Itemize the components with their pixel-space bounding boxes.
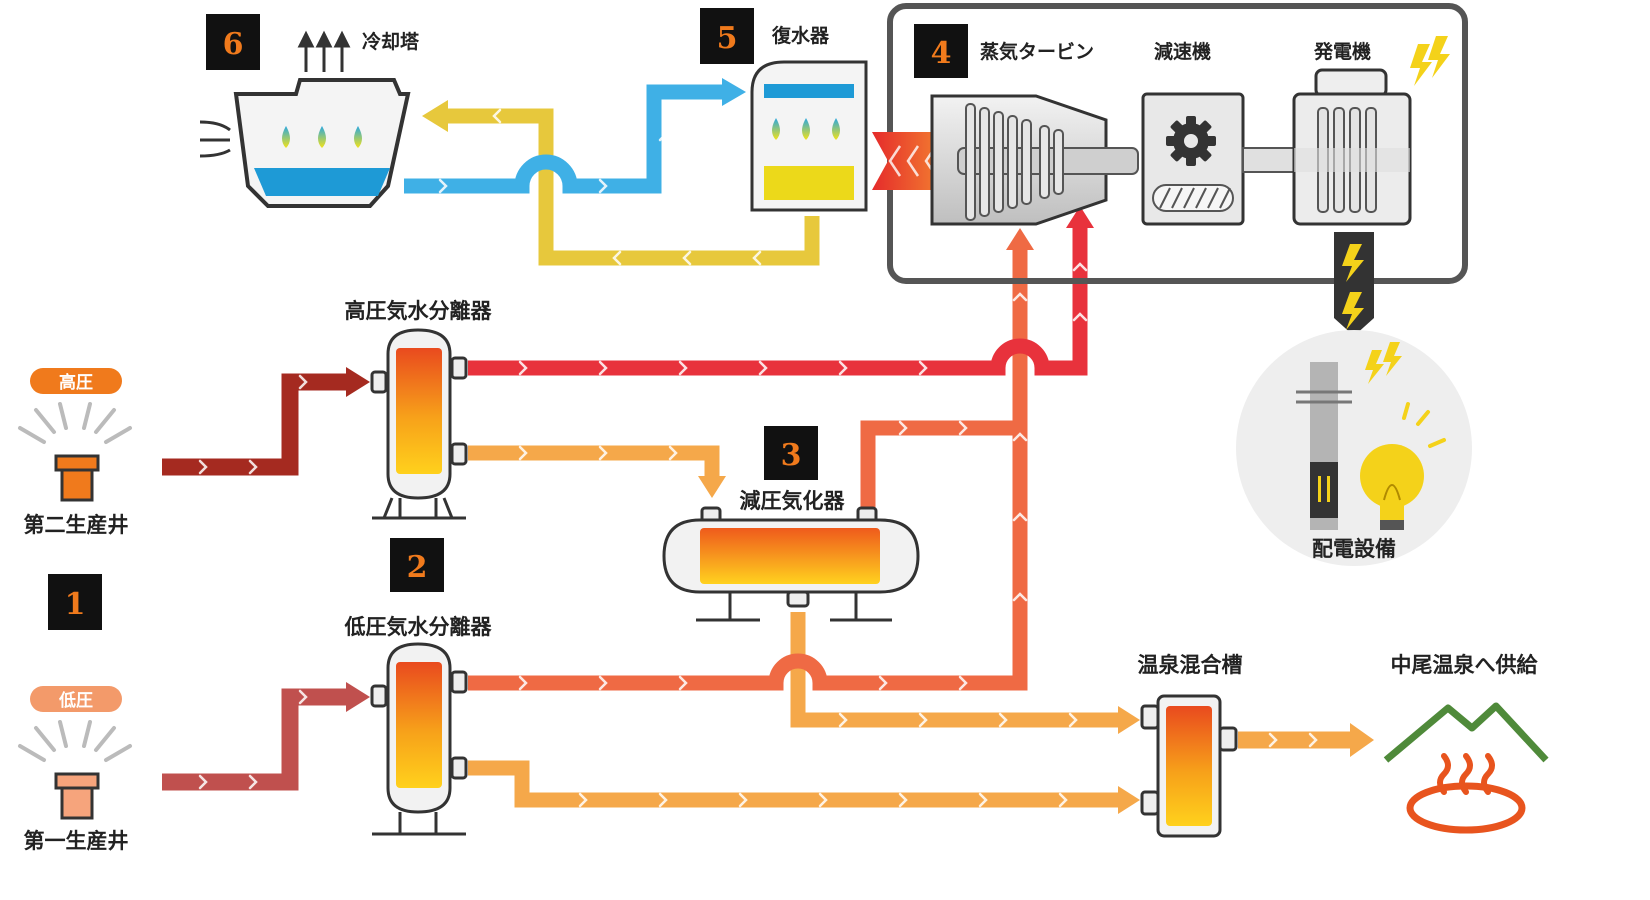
light-bulb-icon [1360,402,1446,530]
hp-separator [370,328,468,520]
pipe-flasher-water-to-mixing-tank [790,612,1120,728]
label-well1: 第一生産井 [24,829,129,853]
step-box-2 [390,538,444,592]
label-flasher: 減圧気化器 [740,489,846,513]
step-number-1: 1 [65,587,86,622]
hot-spring-icon [1383,702,1549,834]
label-distribution: 配電設備 [1312,537,1396,561]
pipe-well1-to-lp-separator [162,688,348,791]
label-steam-turbine: 蒸気タービン [980,40,1094,63]
badge-high-pressure-label: 高圧 [59,372,93,393]
label-generator: 発電機 [1313,40,1371,63]
step-number-3: 3 [781,438,802,473]
arrow-head [346,682,370,712]
pipe-condensate-to-cooling-tower [448,108,820,266]
cooling-tower [199,30,411,208]
step-number-2: 2 [407,550,428,585]
arrow-head [1118,786,1140,814]
arrow-head [1066,206,1094,228]
label-mixing-tank: 温泉混合槽 [1138,653,1243,677]
badge-low-pressure-label: 低圧 [58,690,93,711]
badge-high-pressure [30,368,122,394]
arrow-head [346,367,370,397]
label-condenser: 復水器 [771,24,830,47]
generator [1292,68,1412,226]
steam-inlet-arrow [872,132,940,190]
arrow-head [698,476,726,498]
step-number-6: 6 [223,27,244,62]
reducer [1141,92,1245,226]
lightning-icon [1342,244,1364,330]
step-box-3 [764,426,818,480]
gear-icon [1166,116,1216,166]
arrow-head [1350,723,1374,757]
well1 [18,720,132,820]
pipe-hp-water-to-flasher [468,445,720,478]
badge-low-pressure [30,686,122,712]
step-box-5 [700,8,754,64]
step-box-6 [206,14,260,70]
condenser [750,60,868,212]
lightning-icon [1365,342,1402,384]
lightning-icon [1410,36,1450,86]
step-number-5: 5 [717,21,738,56]
arrow-head [1118,706,1140,734]
pipe-well2-to-hp-separator [162,373,348,476]
step-box-4 [914,24,968,78]
step-box-1 [48,574,102,630]
flow-chevrons [198,108,1318,808]
steam-turbine [930,94,1139,226]
arrow-head [722,78,746,106]
lp-separator [370,642,468,836]
label-cooling-tower: 冷却塔 [362,30,420,53]
step-number-4: 4 [931,36,952,71]
label-lp-separator: 低圧気水分離器 [344,615,493,639]
arrow-head [1006,228,1034,250]
well2 [18,402,132,502]
pipe-flasher-steam [860,420,1020,508]
pipe-lp-water-to-mixing-tank [468,760,1120,808]
label-reducer: 減速機 [1154,40,1211,63]
label-hp-separator: 高圧気水分離器 [345,299,493,323]
flasher-vessel [662,506,920,622]
label-supply: 中尾温泉へ供給 [1391,653,1539,677]
pipe-cooling-water-to-condenser [404,84,724,194]
pipe-hp-steam-to-turbine [468,228,1088,376]
arrow-head [422,100,448,132]
utility-pole-icon [1296,362,1352,530]
mixing-tank [1140,694,1238,838]
pipe-lp-steam-to-turbine [468,248,1028,691]
label-well2: 第二生産井 [24,513,129,537]
distribution-circle [1236,330,1472,566]
